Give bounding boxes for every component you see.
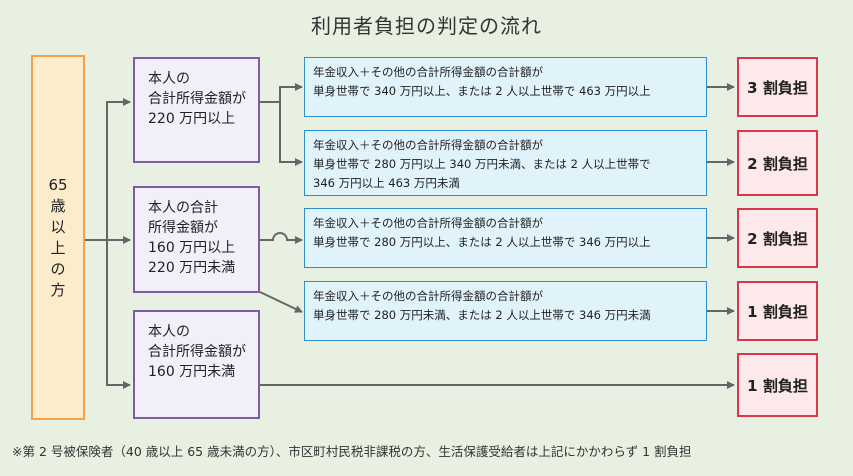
page-title: 利用者負担の判定の流れ — [311, 14, 542, 38]
connector-bracket1-to-cond1 — [260, 83, 303, 103]
condition-box-1: 年金収入＋その他の合計所得金額の合計額が 単身世帯で 340 万円以上、または … — [304, 57, 707, 117]
result-2-wari-a: 2 割負担 — [737, 130, 818, 196]
condition-box-3: 年金収入＋その他の合計所得金額の合計額が 単身世帯で 280 万円以上、または … — [304, 208, 707, 268]
start-node-label: 65歳以上の方 — [48, 175, 68, 299]
bracket-under-160: 本人の 合計所得金額が 160 万円未満 — [133, 310, 260, 419]
condition-box-4: 年金収入＋その他の合計所得金額の合計額が 単身世帯で 280 万円未満、または … — [304, 281, 707, 341]
start-node-65-and-over: 65歳以上の方 — [31, 55, 85, 420]
footnote: ※第 2 号被保険者（40 歳以上 65 歳未満の方）、市区町村民税非課税の方、… — [12, 444, 692, 459]
connector-start-to-bracket3 — [106, 240, 131, 389]
bracket-220-and-over: 本人の 合計所得金額が 220 万円以上 — [133, 57, 260, 163]
condition-box-2: 年金収入＋その他の合計所得金額の合計額が 単身世帯で 280 万円以上 340 … — [304, 130, 707, 196]
result-2-wari-b: 2 割負担 — [737, 208, 818, 268]
connector-bracket2-to-cond4 — [259, 291, 303, 313]
bracket-160-to-220: 本人の合計 所得金額が 160 万円以上 220 万円未満 — [133, 186, 260, 293]
connector-bracket2-to-cond3 — [260, 232, 303, 244]
result-1-wari-a: 1 割負担 — [737, 281, 818, 341]
connector-start-to-bracket1 — [85, 98, 131, 241]
connector-bracket1-to-cond2 — [279, 102, 303, 166]
result-3-wari: 3 割負担 — [737, 57, 818, 117]
result-1-wari-b: 1 割負担 — [737, 353, 818, 417]
